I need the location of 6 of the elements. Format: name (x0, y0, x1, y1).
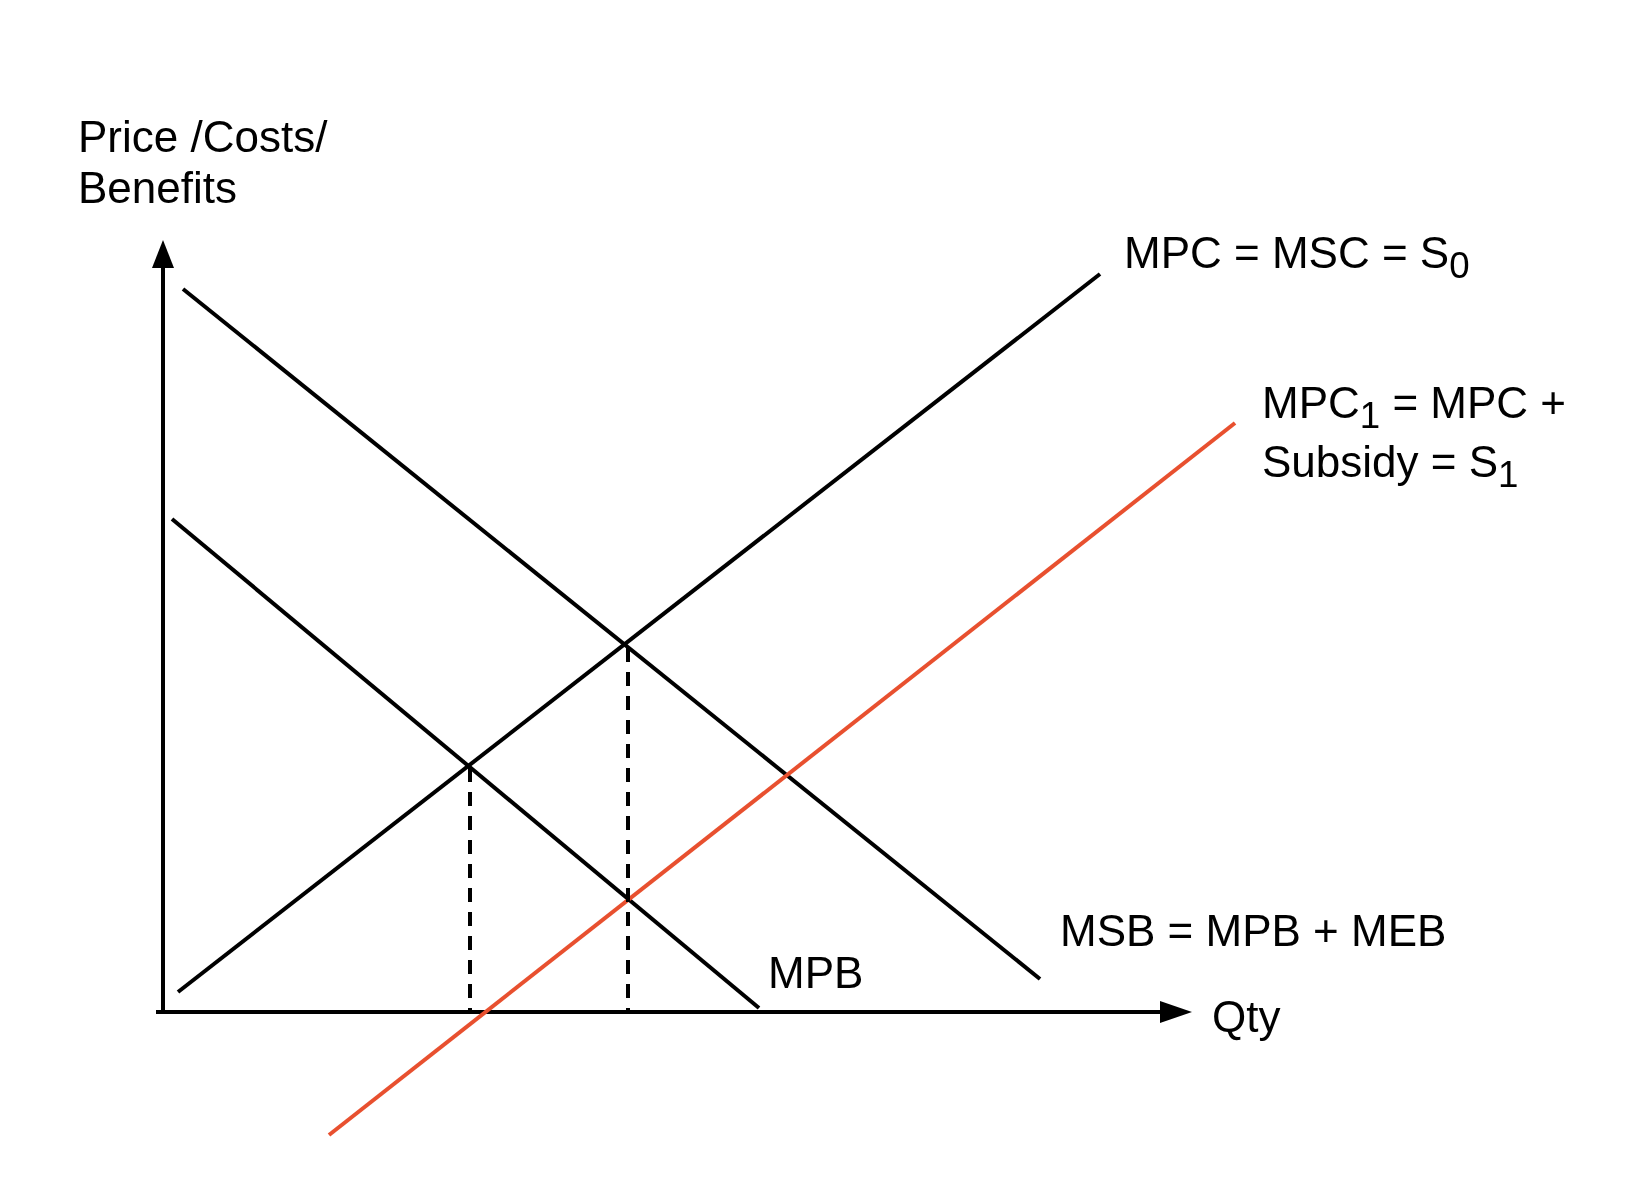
curve-label: MSB = MPB + MEB (1060, 906, 1447, 957)
curve-label: MPC = MSC = S$_{0}$ (1124, 228, 1470, 287)
axis-label: Qty (1212, 992, 1281, 1043)
curve-label: MPB (768, 948, 864, 999)
axis-label: Price /Costs/ Benefits (78, 112, 329, 214)
curve-label: MPC$_{1}$ = MPC + Subsidy = S$_{1}$ (1262, 378, 1567, 496)
